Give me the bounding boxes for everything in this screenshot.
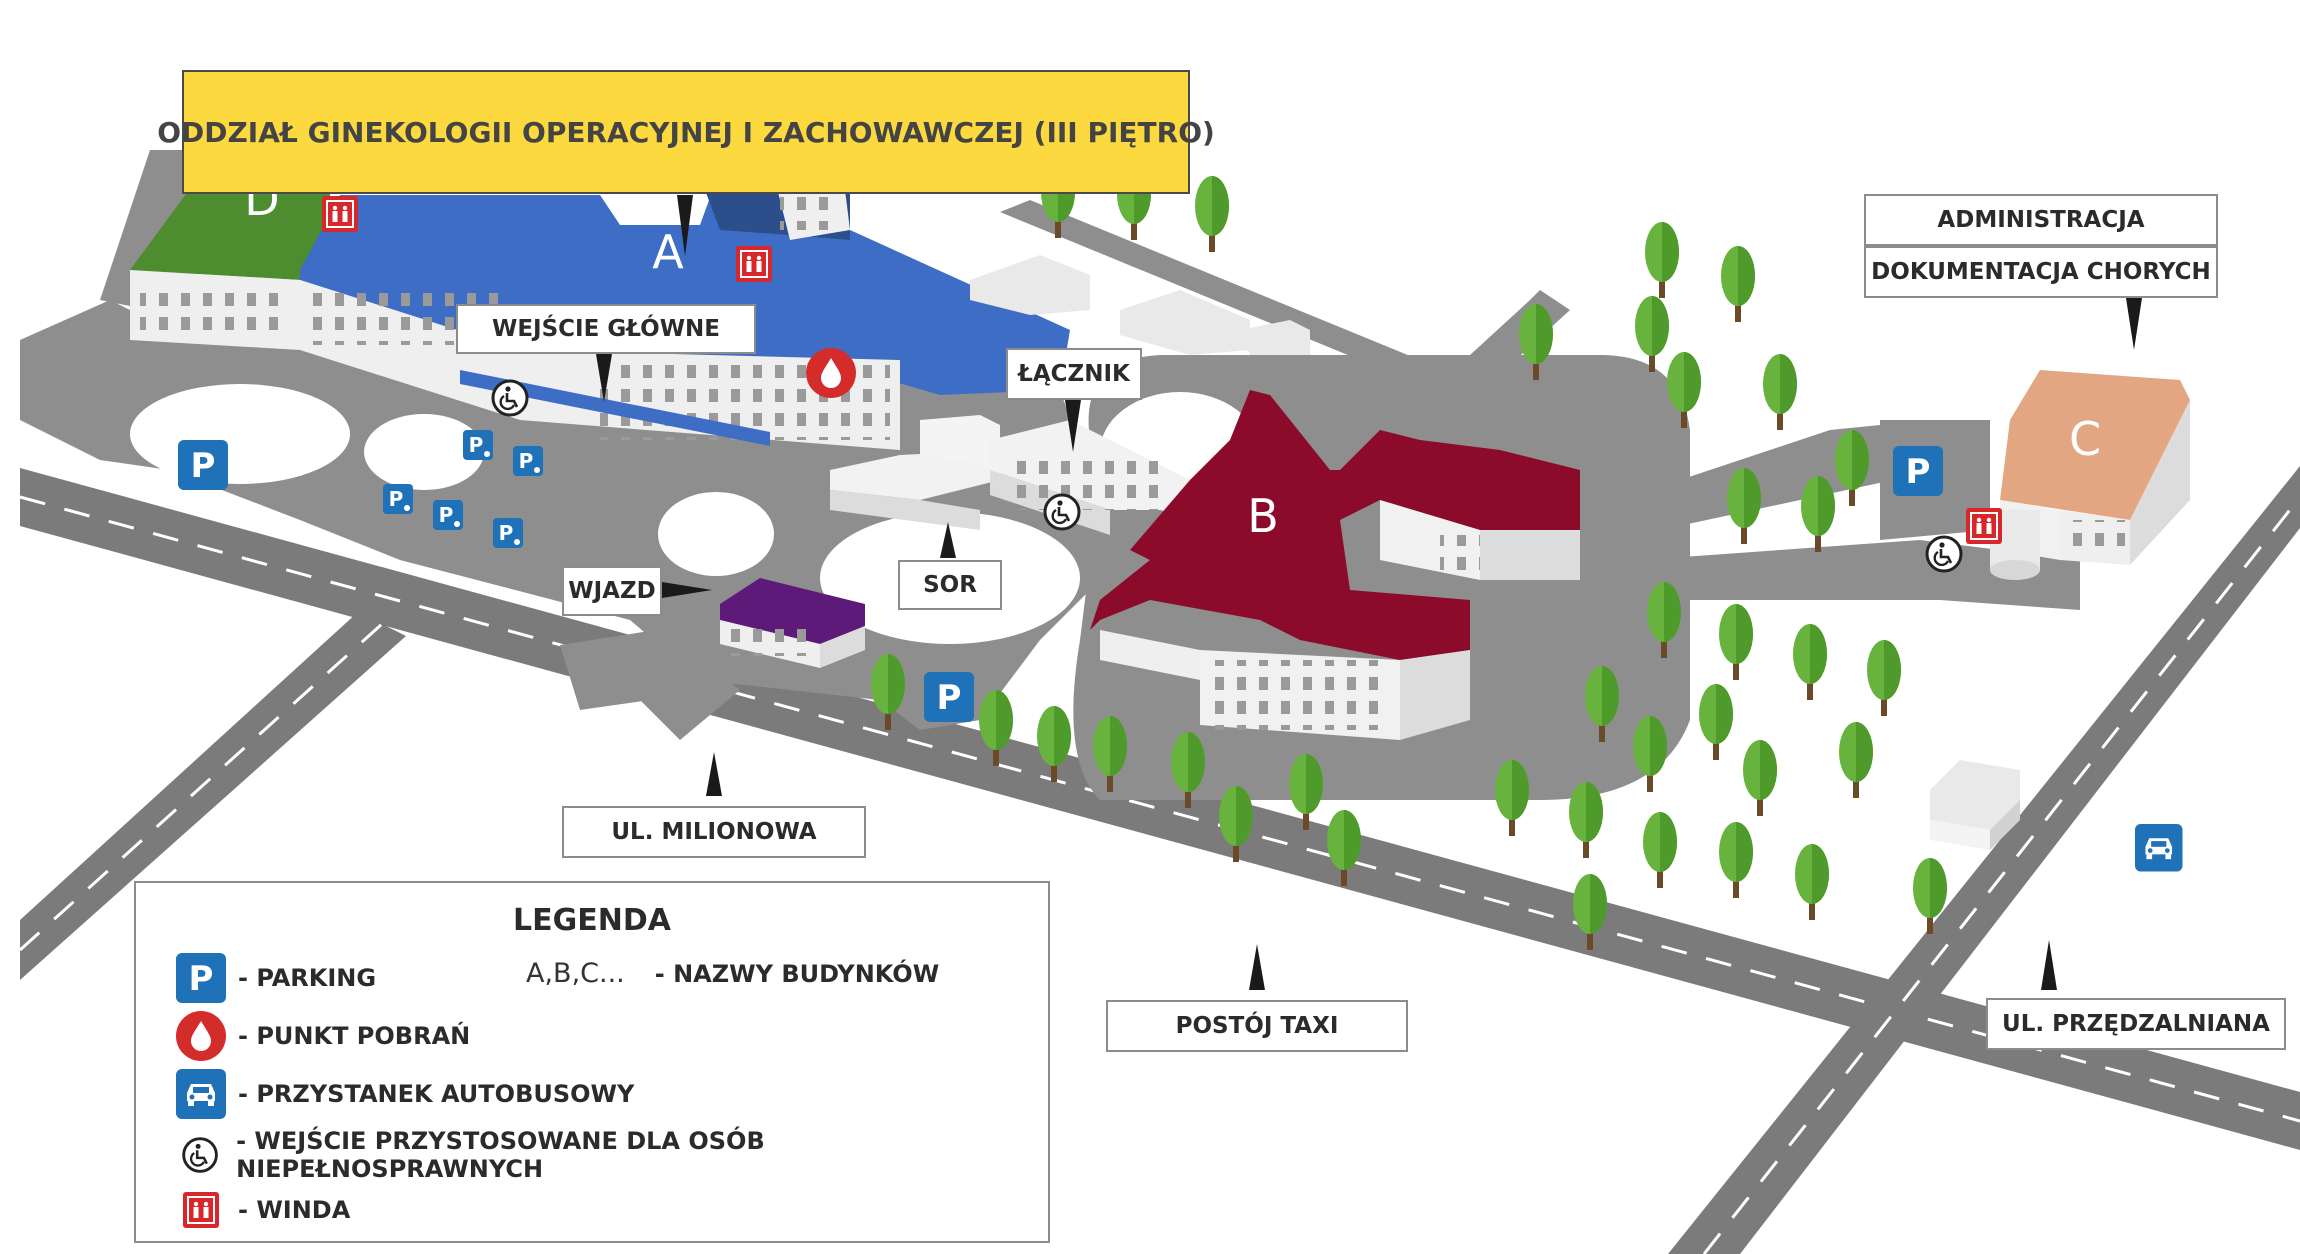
legend-label: - NAZWY BUDYNKÓW [654,959,940,988]
wheelchair-icon[interactable] [1043,493,1081,531]
label-administracja-group: ADMINISTRACJA DOKUMENTACJA CHORYCH [1864,194,2218,298]
legend-item-bus: - PRZYSTANEK AUTOBUSOWY [176,1069,634,1119]
label-wjazd[interactable]: WJAZD [562,566,662,616]
tree-icon [1719,604,1753,680]
legend-item-winda: - WINDA [176,1185,350,1235]
tree-icon [1867,640,1901,716]
bus-icon[interactable] [2135,824,2183,872]
building-sor[interactable] [830,415,1000,530]
tree-icon [1195,176,1229,252]
legend-label: - PUNKT POBRAŃ [238,1022,471,1050]
building-d[interactable] [130,175,330,350]
blood-drop-icon[interactable] [806,348,856,398]
tree-icon [1643,812,1677,888]
elevator-icon[interactable] [735,245,773,283]
label-sor[interactable]: SOR [898,560,1002,610]
label-ul-milionowa[interactable]: UL. MILIONOWA [562,806,866,858]
wheelchair-icon[interactable] [491,379,529,417]
label-lacznik[interactable]: ŁĄCZNIK [1006,348,1142,400]
parking-icon [176,953,226,1003]
small-parking-icon[interactable] [493,518,523,548]
tree-icon [1839,722,1873,798]
tree-icon [1727,468,1761,544]
tree-icon [1793,624,1827,700]
elevator-icon[interactable] [1965,507,2003,545]
legend-title: LEGENDA [513,903,671,938]
label-administracja[interactable]: ADMINISTRACJA [1864,194,2218,246]
label-pointers [596,195,2142,990]
tree-icon [1801,476,1835,552]
blood-drop-icon [176,1011,226,1061]
small-parking-icon[interactable] [383,484,413,514]
parking-icon[interactable] [178,440,228,490]
tree-icon [1645,222,1679,298]
legend-label: - PARKING [238,964,377,992]
legend-abc-letters: A,B,C... [526,958,625,989]
tree-icon [1835,430,1869,506]
tree-icon [1721,246,1755,322]
grey-structures [970,255,1310,355]
legend-label: - WEJŚCIE PRZYSTOSOWANE DLA OSÓB NIEPEŁN… [236,1127,765,1183]
label-ul-przedzalniana[interactable]: UL. PRZĘDZALNIANA [1986,998,2286,1050]
wheelchair-icon[interactable] [1925,535,1963,573]
label-wejscie-glowne[interactable]: WEJŚCIE GŁÓWNE [456,304,756,354]
building-b[interactable] [1090,390,1580,740]
streets [18,466,2300,1254]
bus-icon [176,1069,226,1119]
building-a-letter: A [652,225,684,279]
legend-label: - WINDA [238,1196,351,1224]
building-c-letter: C [2069,412,2101,466]
legend-item-wheelchair: - WEJŚCIE PRZYSTOSOWANE DLA OSÓB NIEPEŁN… [176,1127,1048,1183]
tree-icon [1795,844,1829,920]
label-dokumentacja[interactable]: DOKUMENTACJA CHORYCH [1864,246,2218,298]
building-wjazd[interactable] [720,578,865,668]
parking-icon[interactable] [924,672,974,722]
building-c[interactable] [1990,370,2190,580]
building-b-letter: B [1247,489,1279,543]
department-banner: ODDZIAŁ GINEKOLOGII OPERACYJNEJ I ZACHOW… [157,70,1215,194]
tree-icon [1495,760,1529,836]
label-postoj-taxi[interactable]: POSTÓJ TAXI [1106,1000,1408,1052]
parking-icon[interactable] [1893,446,1943,496]
legend-item-building-names: A,B,C... - NAZWY BUDYNKÓW [526,958,939,989]
legend-item-punkt-pobran: - PUNKT POBRAŃ [176,1011,470,1061]
small-parking-icon[interactable] [463,430,493,460]
tree-icon [1763,354,1797,430]
small-parking-icon[interactable] [513,446,543,476]
tree-icon [1719,822,1753,898]
tree-icon [1699,684,1733,760]
legend-panel: LEGENDA - PARKING - PUNKT POBRAŃ - PRZYS… [134,881,1050,1243]
small-parking-icon[interactable] [433,500,463,530]
elevator-icon[interactable] [321,195,359,233]
building-small [1930,760,2020,850]
tree-icon [1633,716,1667,792]
tree-icon [1743,740,1777,816]
legend-label: - PRZYSTANEK AUTOBUSOWY [238,1080,635,1108]
tree-icon [1635,296,1669,372]
tree-icon [1569,782,1603,858]
wheelchair-icon [182,1137,218,1173]
elevator-icon [182,1191,220,1229]
building-lacznik[interactable] [990,420,1190,535]
legend-item-parking: - PARKING [176,953,376,1003]
